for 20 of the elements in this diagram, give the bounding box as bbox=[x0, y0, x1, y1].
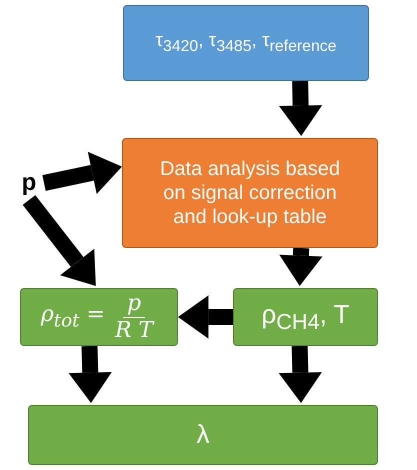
box-text: ρ$_{CH4}$, T bbox=[260, 298, 350, 336]
process-box bbox=[123, 5, 369, 81]
arrow bbox=[279, 80, 322, 136]
arrow bbox=[279, 248, 322, 286]
process-box bbox=[122, 138, 378, 248]
box-text: Data analysis based on signal correction and look-up table bbox=[158, 157, 342, 229]
fraction-numerator: p bbox=[123, 291, 146, 318]
output-box bbox=[28, 405, 378, 465]
result-box bbox=[233, 288, 378, 346]
box-text: λ bbox=[196, 419, 210, 451]
arrow bbox=[278, 346, 322, 403]
fraction-denominator: R T bbox=[114, 318, 156, 343]
box-text: τ$_{3420}$, τ$_{3485}$, τ$_{reference}$ bbox=[154, 30, 338, 56]
formula-text: ρ$_{tot}$ = bbox=[40, 302, 105, 332]
input-label: p bbox=[14, 166, 44, 200]
arrow bbox=[68, 346, 112, 403]
arrow bbox=[178, 295, 233, 339]
arrow bbox=[42, 152, 122, 194]
arrow bbox=[22, 195, 96, 286]
formula-box bbox=[20, 288, 178, 346]
